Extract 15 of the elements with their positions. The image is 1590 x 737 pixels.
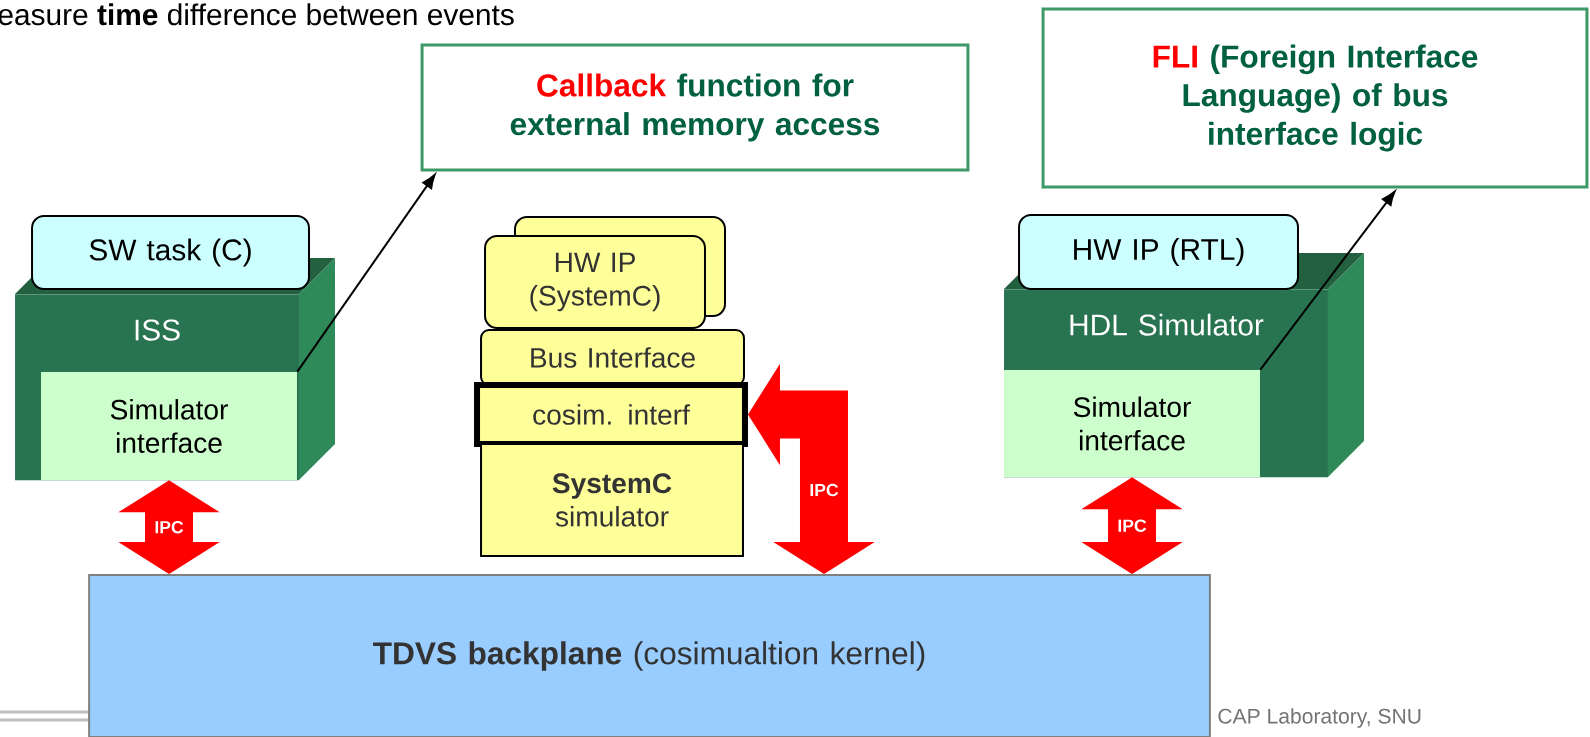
callout-box: FLI (Foreign Interface Language) of bus interface logic: [1041, 7, 1589, 189]
simulator-box: SystemC simulator: [480, 443, 744, 557]
task-tab: SW task (C): [31, 215, 310, 290]
leader-arrow: [296, 174, 436, 373]
callout-box: Callback function for external memory access: [420, 43, 970, 172]
leader-arrow: [1259, 190, 1396, 371]
interface-box: Simulator interface: [41, 372, 297, 480]
interface-box: Simulator interface: [1004, 370, 1260, 477]
backplane-box: TDVS backplane (cosimualtion kernel): [88, 574, 1211, 737]
interface-box: cosim. interf: [474, 382, 748, 447]
edge-label: IPC: [807, 482, 841, 498]
ip-tab: HW IP (RTL): [1018, 214, 1299, 290]
bus-interface-box: Bus Interface: [480, 329, 745, 386]
edge-label: IPC: [152, 519, 186, 536]
ip-card-stack: HW IP (SystemC): [484, 216, 726, 329]
